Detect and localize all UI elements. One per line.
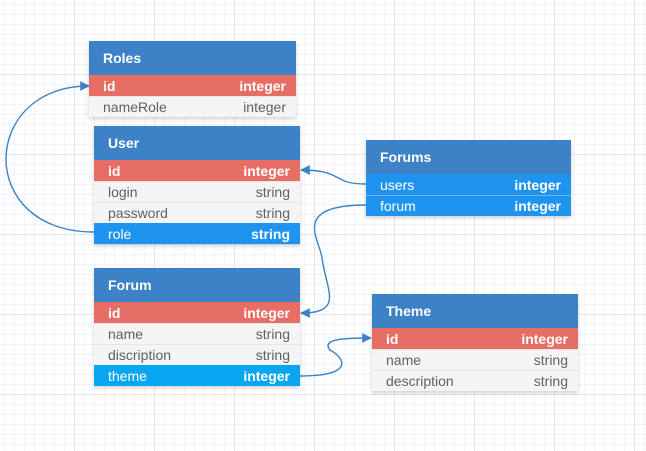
field-name: password (108, 205, 168, 221)
field-name: theme (108, 367, 147, 384)
field-type: integer (514, 176, 561, 193)
field-type: integer (521, 330, 568, 347)
forums-table-title[interactable]: Forums (366, 140, 571, 174)
field-type: string (251, 225, 290, 242)
user-row-id[interactable]: id integer (94, 160, 300, 181)
field-name: id (108, 162, 121, 179)
forum-row-id[interactable]: id integer (94, 302, 300, 323)
field-name: users (380, 176, 415, 193)
field-type: integer (514, 198, 561, 214)
user-row-login[interactable]: login string (94, 181, 300, 202)
forum-table[interactable]: Forum id integer name string discription… (94, 268, 300, 386)
field-type: integer (243, 304, 290, 321)
field-type: string (255, 184, 290, 200)
field-name: name (108, 326, 144, 342)
user-table[interactable]: User id integer login string password st… (94, 126, 300, 244)
theme-table-title[interactable]: Theme (372, 294, 578, 328)
roles-row-namerole[interactable]: nameRole integer (89, 96, 296, 117)
field-name: id (103, 77, 116, 94)
field-type: string (255, 326, 290, 342)
forum-row-theme[interactable]: theme integer (94, 365, 300, 386)
field-name: id (108, 304, 121, 321)
theme-row-name[interactable]: name string (372, 349, 578, 370)
field-name: id (386, 330, 399, 347)
forums-table[interactable]: Forums users integer forum integer (366, 140, 571, 216)
field-name: login (108, 184, 138, 200)
forums-row-forum[interactable]: forum integer (366, 195, 571, 216)
field-type: string (533, 373, 568, 389)
forum-table-title[interactable]: Forum (94, 268, 300, 302)
user-table-title[interactable]: User (94, 126, 300, 160)
field-name: name (386, 352, 422, 368)
field-type: string (255, 205, 290, 221)
field-type: string (255, 347, 290, 363)
field-type: string (533, 352, 568, 368)
link-forums-users-to-user-id (300, 165, 367, 185)
theme-row-id[interactable]: id integer (372, 328, 578, 349)
theme-table[interactable]: Theme id integer name string description… (372, 294, 578, 391)
theme-row-description[interactable]: description string (372, 370, 578, 391)
field-name: discription (108, 347, 172, 363)
field-type: integer (239, 77, 286, 94)
forum-row-discription[interactable]: discription string (94, 344, 300, 365)
field-type: integer (243, 367, 290, 384)
forums-row-users[interactable]: users integer (366, 174, 571, 195)
field-name: forum (380, 198, 416, 214)
link-forums-forum-to-forum-id (300, 204, 367, 318)
field-type: integer (243, 162, 290, 179)
roles-table[interactable]: Roles id integer nameRole integer (89, 41, 296, 117)
roles-table-title[interactable]: Roles (89, 41, 296, 75)
field-name: nameRole (103, 99, 167, 115)
field-name: role (108, 225, 132, 242)
forum-row-name[interactable]: name string (94, 323, 300, 344)
link-user-role-to-roles-id (5, 81, 95, 233)
link-forum-theme-to-theme-id (299, 333, 372, 377)
field-type: integer (243, 99, 286, 115)
user-row-password[interactable]: password string (94, 202, 300, 223)
user-row-role[interactable]: role string (94, 223, 300, 244)
roles-row-id[interactable]: id integer (89, 75, 296, 96)
field-name: description (386, 373, 454, 389)
